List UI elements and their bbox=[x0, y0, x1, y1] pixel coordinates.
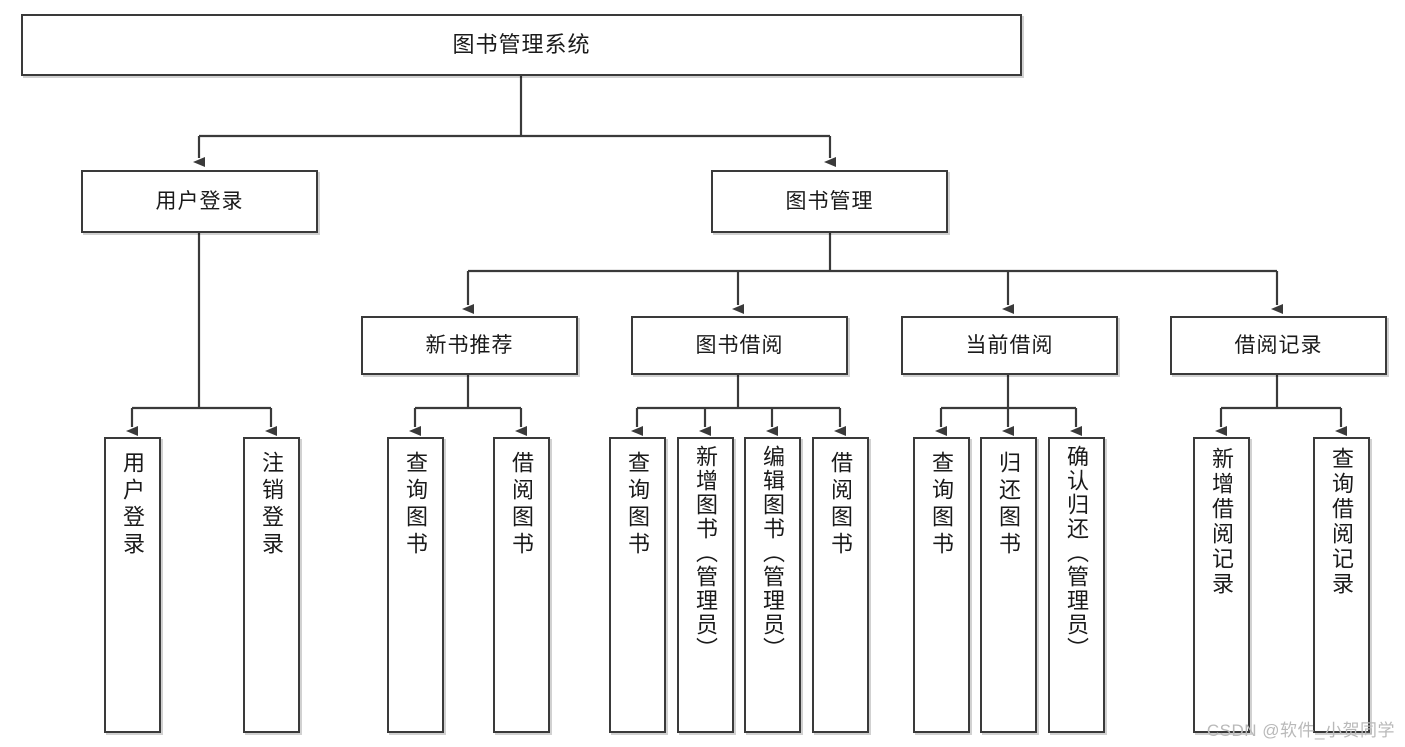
leaf-label: 用户登录 bbox=[120, 451, 146, 559]
node-user-login[interactable]: 用户登录 bbox=[81, 170, 318, 233]
leaf-label: 借阅图书 bbox=[828, 451, 854, 559]
node-book-management[interactable]: 图书管理 bbox=[711, 170, 948, 233]
node-leaf-edit-book[interactable]: 编辑图书（管理员） bbox=[744, 437, 801, 733]
leaf-label: 借阅图书 bbox=[509, 451, 535, 559]
leaf-label: 查询借阅记录 bbox=[1329, 447, 1355, 597]
node-root-system[interactable]: 图书管理系统 bbox=[21, 14, 1022, 76]
node-leaf-return-book[interactable]: 归还图书 bbox=[980, 437, 1037, 733]
node-leaf-query-book-2[interactable]: 查询图书 bbox=[609, 437, 666, 733]
node-leaf-logout-login[interactable]: 注销登录 bbox=[243, 437, 300, 733]
node-leaf-add-book[interactable]: 新增图书（管理员） bbox=[677, 437, 734, 733]
node-leaf-query-book-1[interactable]: 查询图书 bbox=[387, 437, 444, 733]
leaf-label: 新增图书（管理员） bbox=[693, 445, 719, 661]
node-new-book-recommend[interactable]: 新书推荐 bbox=[361, 316, 578, 375]
node-leaf-borrow-book-2[interactable]: 借阅图书 bbox=[812, 437, 869, 733]
node-current-borrow[interactable]: 当前借阅 bbox=[901, 316, 1118, 375]
node-book-borrow[interactable]: 图书借阅 bbox=[631, 316, 848, 375]
leaf-label: 查询图书 bbox=[403, 451, 429, 559]
leaf-label: 查询图书 bbox=[625, 451, 651, 559]
node-leaf-user-login[interactable]: 用户登录 bbox=[104, 437, 161, 733]
node-borrow-record[interactable]: 借阅记录 bbox=[1170, 316, 1387, 375]
node-leaf-add-record[interactable]: 新增借阅记录 bbox=[1193, 437, 1250, 733]
watermark-text: CSDN @软件_小贺同学 bbox=[1206, 721, 1395, 740]
node-leaf-borrow-book-1[interactable]: 借阅图书 bbox=[493, 437, 550, 733]
node-leaf-query-book-3[interactable]: 查询图书 bbox=[913, 437, 970, 733]
leaf-label: 确认归还（管理员） bbox=[1064, 445, 1090, 661]
node-leaf-confirm-return[interactable]: 确认归还（管理员） bbox=[1048, 437, 1105, 733]
leaf-label: 新增借阅记录 bbox=[1209, 447, 1235, 597]
leaf-label: 注销登录 bbox=[259, 451, 285, 559]
leaf-label: 归还图书 bbox=[996, 451, 1022, 559]
leaf-label: 编辑图书（管理员） bbox=[760, 445, 786, 661]
node-leaf-query-record[interactable]: 查询借阅记录 bbox=[1313, 437, 1370, 733]
leaf-label: 查询图书 bbox=[929, 451, 955, 559]
